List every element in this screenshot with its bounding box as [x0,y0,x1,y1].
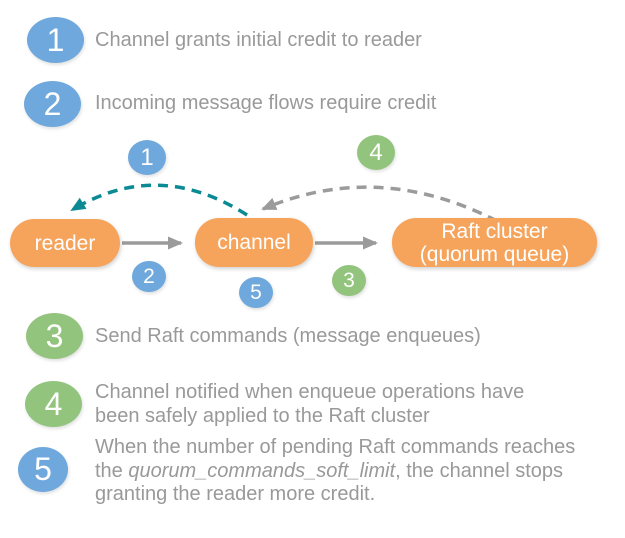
node-raft-cluster: Raft cluster (quorum queue) [392,218,597,267]
node-reader: reader [10,219,120,267]
diagram-badge-5: 5 [239,277,273,308]
legend-badge-4-number: 4 [44,385,63,422]
applied-notification-arrow [261,185,498,223]
legend-text-5-line2-post: , the channel stops [395,459,564,482]
quorum-commands-soft-limit-term: quorum_commands_soft_limit [128,459,396,482]
diagram-badge-5-number: 5 [250,280,262,304]
legend-badge-2: 2 [24,81,81,127]
legend-text-5-line3: granting the reader more credit. [95,483,376,505]
legend-text-1: Channel grants initial credit to reader [95,29,422,51]
diagram-badge-2-number: 2 [143,264,155,288]
legend-text-4-line2: been safely applied to the Raft cluster [95,404,430,427]
diagram-badge-1: 1 [128,140,166,175]
legend-badge-3: 3 [26,313,83,359]
diagram-badge-3-number: 3 [343,268,355,292]
legend-text-5-line2: the quorum_commands_soft_limit, the chan… [95,460,575,484]
legend-badge-5: 5 [18,447,68,492]
diagram-badge-4: 4 [357,135,395,170]
legend-text-4-line1: Channel notified when enqueue operations… [95,381,525,403]
legend-text-2: Incoming message flows require credit [95,92,437,114]
diagram-badge-3: 3 [332,265,366,296]
legend-badge-1-number: 1 [46,21,65,58]
legend-text-3: Send Raft commands (message enqueues) [95,325,481,347]
legend-badge-2-number: 2 [43,85,62,122]
legend-text-4: Channel notified when enqueue operations… [95,381,524,428]
legend-badge-1: 1 [27,17,84,63]
legend-text-5: When the number of pending Raft commands… [95,436,575,507]
legend-text-5-line1: When the number of pending Raft commands… [95,436,576,458]
node-reader-label: reader [34,231,96,255]
diagram-badge-4-number: 4 [369,138,383,166]
legend-badge-5-number: 5 [34,451,52,487]
node-raft-label-line2: (quorum queue) [419,242,570,266]
credit-grant-arrow [70,183,248,217]
node-channel-label: channel [217,231,291,254]
diagram-badge-2: 2 [132,261,166,292]
node-channel: channel [195,218,313,267]
node-raft-label-line1: Raft cluster [441,219,548,243]
diagram-badge-1-number: 1 [140,143,154,171]
legend-text-5-line2-pre: the [95,459,129,482]
legend-badge-3-number: 3 [45,317,64,354]
legend-badge-4: 4 [25,381,82,427]
